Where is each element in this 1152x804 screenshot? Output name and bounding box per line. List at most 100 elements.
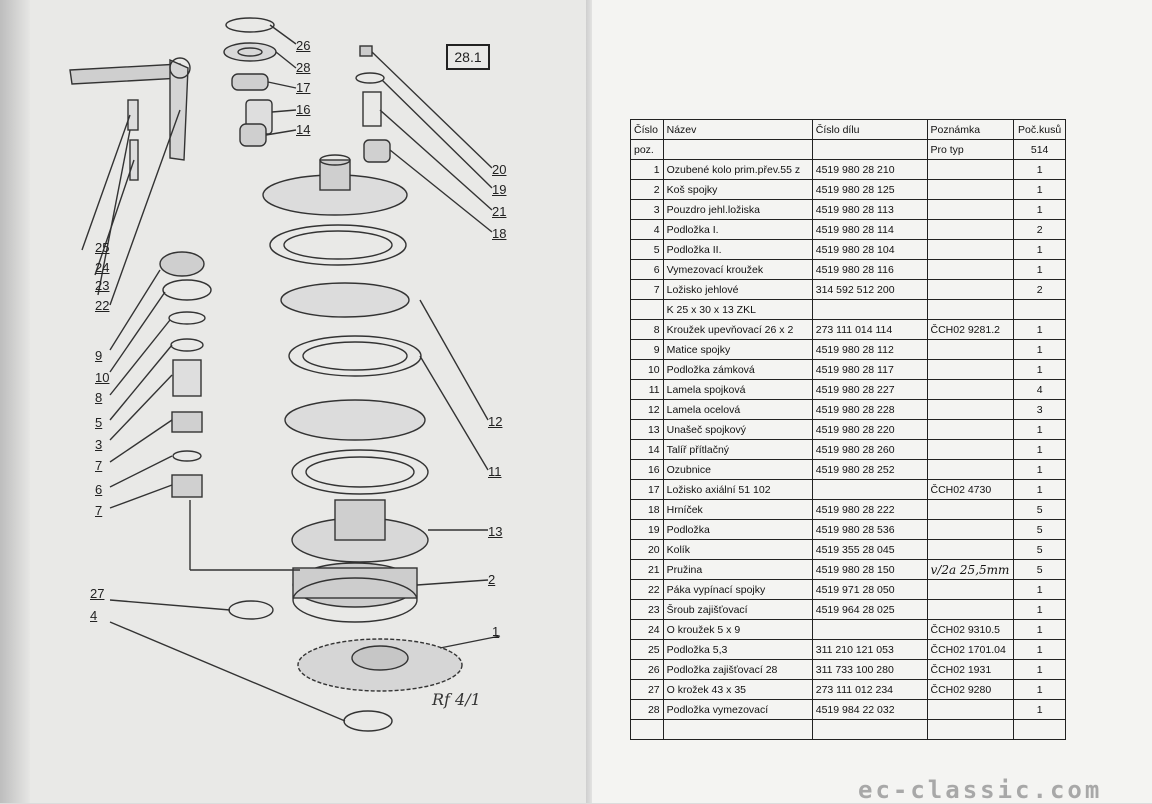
subheader-blank-2: [811, 139, 928, 160]
subheader-blank-1: [662, 139, 813, 160]
cell-name: Ložisko jehlové: [662, 279, 813, 300]
callout-10: 10: [95, 370, 110, 385]
cell-note: [926, 179, 1015, 200]
cell-name: Hrníček: [662, 499, 813, 520]
cell-quantity: 5: [1013, 499, 1066, 520]
cell-quantity: 1: [1013, 699, 1066, 720]
cell-position: 16: [630, 459, 664, 480]
cell-name: Ozubené kolo prim.přev.55 z: [662, 159, 813, 180]
callout-20: 20: [492, 162, 507, 177]
cell-position: 4: [630, 219, 664, 240]
callout-1: 1: [492, 624, 500, 639]
exploded-clutch-diagram: [69, 17, 501, 732]
cell-quantity: 2: [1013, 219, 1066, 240]
cell-name: Kroužek upevňovací 26 x 2: [662, 319, 813, 340]
callout-4: 4: [90, 608, 98, 623]
cell-position: 23: [630, 599, 664, 620]
cell-note: [926, 719, 1015, 740]
table-row: K 25 x 30 x 13 ZKL: [630, 299, 1066, 320]
cell-quantity: 3: [1013, 399, 1066, 420]
cell-name: Podložka I.: [662, 219, 813, 240]
cell-part-number: 4519 964 28 025: [811, 599, 928, 620]
cell-name: Matice spojky: [662, 339, 813, 360]
cell-part-number: 273 111 012 234: [811, 679, 928, 700]
cell-name: Páka vypínací spojky: [662, 579, 813, 600]
cell-quantity: 1: [1013, 579, 1066, 600]
header-nazev: Název: [662, 119, 813, 140]
header-poznamka: Poznámka: [926, 119, 1015, 140]
cell-note: ČCH02 9310.5: [926, 619, 1015, 640]
cell-position: 21: [630, 559, 664, 580]
cell-position: 26: [630, 659, 664, 680]
cell-position: 22: [630, 579, 664, 600]
cell-position: 1: [630, 159, 664, 180]
cell-name: Ložisko axiální 51 102: [662, 479, 813, 500]
subheader-type-514: 514: [1013, 139, 1066, 160]
cell-part-number: 4519 980 28 104: [811, 239, 928, 260]
header-pocet-kusu: Poč.kusů: [1013, 119, 1066, 140]
cell-position: [630, 719, 664, 740]
cell-position: 13: [630, 419, 664, 440]
cell-note: [926, 159, 1015, 180]
cell-part-number: 311 733 100 280: [811, 659, 928, 680]
cell-note: [926, 219, 1015, 240]
cell-position: 12: [630, 399, 664, 420]
cell-position: 28: [630, 699, 664, 720]
cell-note: [926, 399, 1015, 420]
cell-name: Pružina: [662, 559, 813, 580]
cell-name: Podložka zámková: [662, 359, 813, 380]
book-gutter: [586, 0, 596, 803]
callout-23: 23: [95, 278, 110, 293]
callout-27: 27: [90, 586, 105, 601]
cell-position: 18: [630, 499, 664, 520]
header-cislo: Číslo: [630, 119, 664, 140]
callout-24: 24: [95, 260, 110, 275]
cell-note: [926, 199, 1015, 220]
callout-6: 6: [95, 482, 103, 497]
cell-part-number: 4519 980 28 112: [811, 339, 928, 360]
cell-part-number: 4519 980 28 117: [811, 359, 928, 380]
cell-position: 20: [630, 539, 664, 560]
callout-11: 11: [488, 464, 502, 479]
cell-position: 5: [630, 239, 664, 260]
callout-8: 8: [95, 390, 103, 405]
callout-7: 7: [95, 458, 103, 473]
cell-position: 3: [630, 199, 664, 220]
cell-note: [926, 359, 1015, 380]
cell-note: ČCH02 1931: [926, 659, 1015, 680]
cell-part-number: 4519 980 28 125: [811, 179, 928, 200]
cell-quantity: 1: [1013, 259, 1066, 280]
cell-note: [926, 439, 1015, 460]
part-circlip: [225, 17, 275, 33]
cell-quantity: [1013, 719, 1066, 740]
cell-name: Pouzdro jehl.ložiska: [662, 199, 813, 220]
handwritten-signature: Rf 4/1: [432, 690, 481, 709]
cell-note: [926, 379, 1015, 400]
cell-quantity: 1: [1013, 199, 1066, 220]
cell-quantity: 2: [1013, 279, 1066, 300]
watermark: ec-classic.com: [858, 776, 1103, 804]
cell-name: Podložka vymezovací: [662, 699, 813, 720]
cell-part-number: 4519 980 28 222: [811, 499, 928, 520]
callout-19: 19: [492, 182, 507, 197]
cell-quantity: 1: [1013, 359, 1066, 380]
cell-note: [926, 599, 1015, 620]
cell-note: [926, 259, 1015, 280]
cell-part-number: 4519 355 28 045: [811, 539, 928, 560]
cell-name: Kolík: [662, 539, 813, 560]
cell-position: 14: [630, 439, 664, 460]
cell-quantity: 1: [1013, 639, 1066, 660]
callout-7b: 7: [95, 503, 103, 518]
cell-part-number: 4519 980 28 536: [811, 519, 928, 540]
